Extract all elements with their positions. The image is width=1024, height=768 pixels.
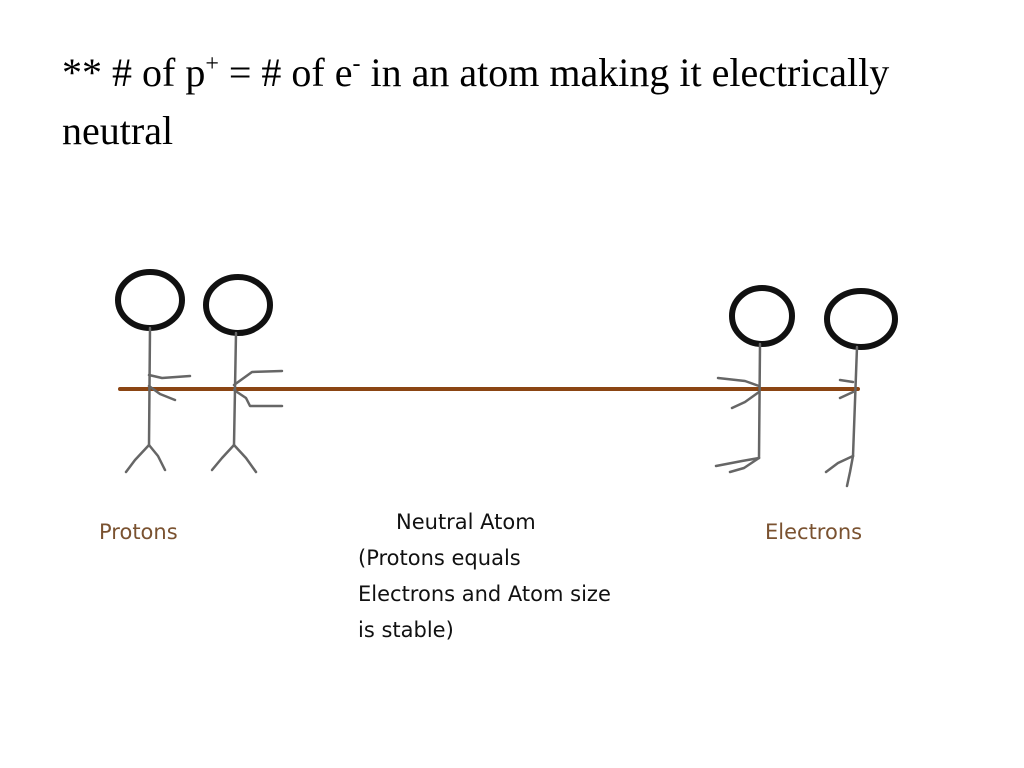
proton-figure-1-head — [115, 269, 185, 331]
electron-figure-2-head — [824, 288, 898, 350]
title-suffix: in an atom making it electrically neutra… — [62, 50, 890, 153]
proton-charge-sup: + — [205, 51, 219, 77]
proton-figure-1-body — [124, 326, 192, 474]
electron-charge-sup: - — [352, 51, 361, 77]
proton-figure-2-body — [210, 331, 284, 474]
protons-label: Protons — [99, 520, 178, 544]
slide-title: ** # of p+ = # of e- in an atom making i… — [62, 44, 982, 160]
electron-figure-2 — [824, 288, 898, 488]
caption-line: Electrons and Atom size — [358, 582, 611, 606]
neutral-atom-caption: Neutral Atom (Protons equals Electrons a… — [358, 504, 611, 648]
proton-figure-1 — [115, 269, 192, 474]
electron-figure-1-head — [729, 285, 795, 347]
electron-figure-2-body — [824, 345, 859, 488]
electron-figure-1-body — [714, 342, 762, 474]
electrons-label: Electrons — [765, 520, 863, 544]
proton-figure-2-head — [203, 274, 273, 336]
proton-figure-2 — [203, 274, 284, 474]
title-prefix: ** # of p — [62, 50, 206, 95]
caption-line-heading: Neutral Atom — [396, 510, 536, 534]
title-middle: = # of e — [218, 50, 353, 95]
caption-line: (Protons equals — [358, 546, 521, 570]
caption-line: is stable) — [358, 618, 454, 642]
electron-figure-1 — [714, 285, 795, 474]
